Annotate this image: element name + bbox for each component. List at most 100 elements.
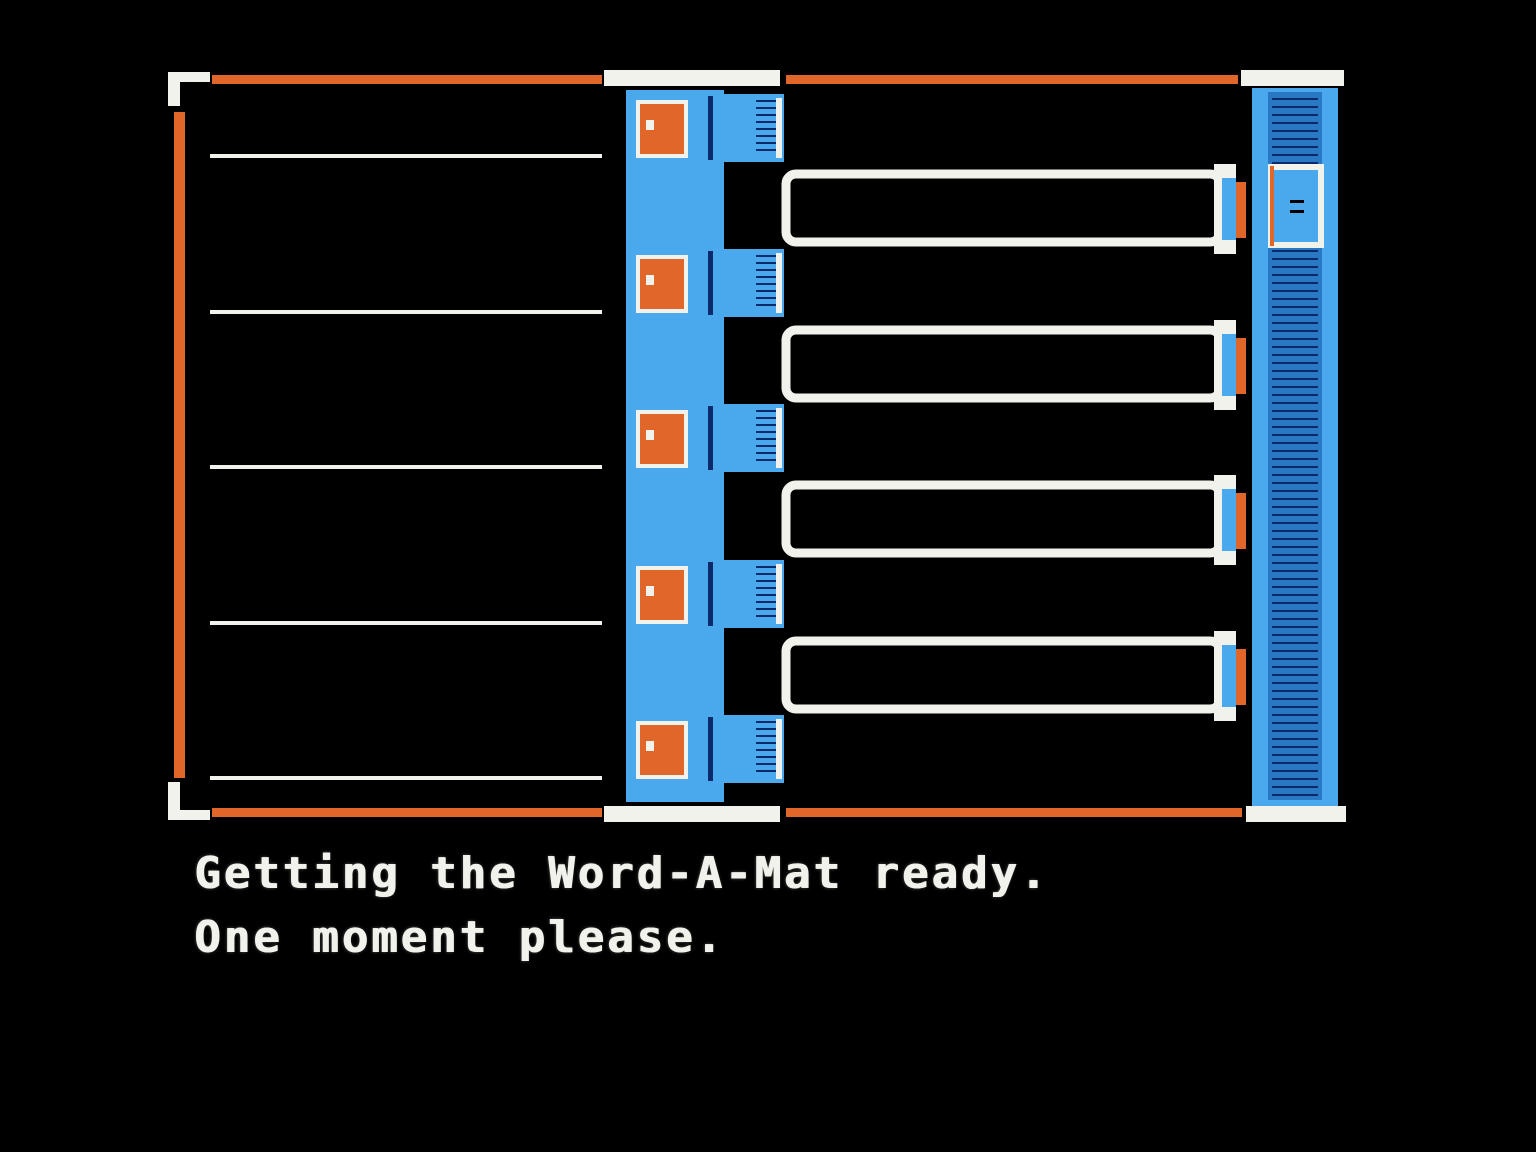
scroll-tick bbox=[1272, 442, 1318, 444]
lever-edge bbox=[776, 98, 782, 158]
scroll-tick bbox=[1272, 698, 1318, 700]
lever-tooth bbox=[756, 121, 776, 123]
scroll-tick bbox=[1272, 378, 1318, 380]
scroll-tick bbox=[1272, 114, 1318, 116]
scroll-thumb-grip bbox=[1290, 200, 1304, 203]
output-tray-clip-edge bbox=[1236, 493, 1246, 549]
lever-tooth bbox=[756, 459, 776, 461]
scroll-tick bbox=[1272, 450, 1318, 452]
scroll-tick bbox=[1272, 690, 1318, 692]
scroll-tick bbox=[1272, 338, 1318, 340]
scroll-tick bbox=[1272, 722, 1318, 724]
scroll-tick bbox=[1272, 506, 1318, 508]
lever-tooth bbox=[756, 269, 776, 271]
output-tray bbox=[781, 636, 1225, 714]
slot-button-highlight bbox=[646, 586, 654, 596]
scroll-tick bbox=[1272, 618, 1318, 620]
scroll-tick bbox=[1272, 306, 1318, 308]
lever-tooth bbox=[756, 135, 776, 137]
lever-tooth bbox=[756, 728, 776, 730]
word-slot-line bbox=[210, 621, 602, 625]
lever-tooth bbox=[756, 290, 776, 292]
loading-message-line-2: One moment please. bbox=[194, 912, 725, 963]
scroll-tick bbox=[1272, 274, 1318, 276]
scroll-tick bbox=[1272, 770, 1318, 772]
lever-tooth bbox=[756, 438, 776, 440]
lever-tooth bbox=[756, 608, 776, 610]
scroll-tick bbox=[1272, 298, 1318, 300]
scroll-tick bbox=[1272, 394, 1318, 396]
frame-corner-bottom-left bbox=[168, 810, 210, 820]
word-slot-line bbox=[210, 310, 602, 314]
scroll-thumb-edge bbox=[1270, 166, 1274, 246]
scroll-tick bbox=[1272, 426, 1318, 428]
scroll-tick bbox=[1272, 634, 1318, 636]
scroll-thumb-inner[interactable] bbox=[1274, 170, 1318, 242]
scroll-tick bbox=[1272, 106, 1318, 108]
scroll-tick bbox=[1272, 418, 1318, 420]
lever-icon bbox=[708, 96, 713, 160]
frame-bottom-right-bar bbox=[786, 808, 1242, 817]
output-tray-clip-inner bbox=[1222, 178, 1236, 240]
lever-tooth bbox=[756, 742, 776, 744]
scroll-tick bbox=[1272, 290, 1318, 292]
lever-tooth bbox=[756, 255, 776, 257]
lever-tooth bbox=[756, 445, 776, 447]
output-tray-clip-inner bbox=[1222, 334, 1236, 396]
scroll-tick bbox=[1272, 386, 1318, 388]
output-tray-clip-edge bbox=[1236, 182, 1246, 238]
scroll-tick bbox=[1272, 370, 1318, 372]
scroll-tick bbox=[1272, 314, 1318, 316]
scroll-tick bbox=[1272, 570, 1318, 572]
scroll-tick bbox=[1272, 610, 1318, 612]
scroll-tick bbox=[1272, 578, 1318, 580]
column-bottom-cap bbox=[604, 806, 780, 822]
scroll-tick bbox=[1272, 482, 1318, 484]
output-tray-clip-inner bbox=[1222, 489, 1236, 551]
word-slot-line bbox=[210, 154, 602, 158]
scroll-tick bbox=[1272, 474, 1318, 476]
lever-tooth bbox=[756, 128, 776, 130]
scroll-tick bbox=[1272, 266, 1318, 268]
word-slot-line bbox=[210, 776, 602, 780]
lever-tooth bbox=[756, 297, 776, 299]
output-tray-clip-inner bbox=[1222, 645, 1236, 707]
scroll-tick bbox=[1272, 730, 1318, 732]
lever-icon bbox=[708, 251, 713, 315]
lever-tooth bbox=[756, 756, 776, 758]
output-tray-clip-edge bbox=[1236, 338, 1246, 394]
scroll-thumb-grip bbox=[1290, 210, 1304, 213]
scroll-tick bbox=[1272, 122, 1318, 124]
lever-tooth bbox=[756, 142, 776, 144]
scroll-tick bbox=[1272, 530, 1318, 532]
lever-tooth bbox=[756, 276, 776, 278]
column-top-cap bbox=[604, 70, 780, 86]
slot-button-highlight bbox=[646, 430, 654, 440]
scroll-tick bbox=[1272, 546, 1318, 548]
scroll-tick bbox=[1272, 434, 1318, 436]
frame-corner-top-left-side bbox=[168, 72, 180, 106]
word-slot-line bbox=[210, 465, 602, 469]
scroll-tick bbox=[1272, 562, 1318, 564]
lever-tooth bbox=[756, 107, 776, 109]
lever-tooth bbox=[756, 417, 776, 419]
scroll-tick bbox=[1272, 130, 1318, 132]
scroll-tick bbox=[1272, 498, 1318, 500]
lever-edge bbox=[776, 719, 782, 779]
lever-tooth bbox=[756, 587, 776, 589]
scroll-tick bbox=[1272, 154, 1318, 156]
scroll-tick bbox=[1272, 554, 1318, 556]
scroll-tick bbox=[1272, 762, 1318, 764]
lever-icon bbox=[708, 562, 713, 626]
scroll-bottom-cap bbox=[1246, 806, 1346, 822]
lever-tooth bbox=[756, 283, 776, 285]
scroll-tick bbox=[1272, 458, 1318, 460]
scroll-tick bbox=[1272, 786, 1318, 788]
scroll-tick bbox=[1272, 362, 1318, 364]
scroll-tick bbox=[1272, 98, 1318, 100]
scroll-tick bbox=[1272, 674, 1318, 676]
output-tray bbox=[781, 169, 1225, 247]
